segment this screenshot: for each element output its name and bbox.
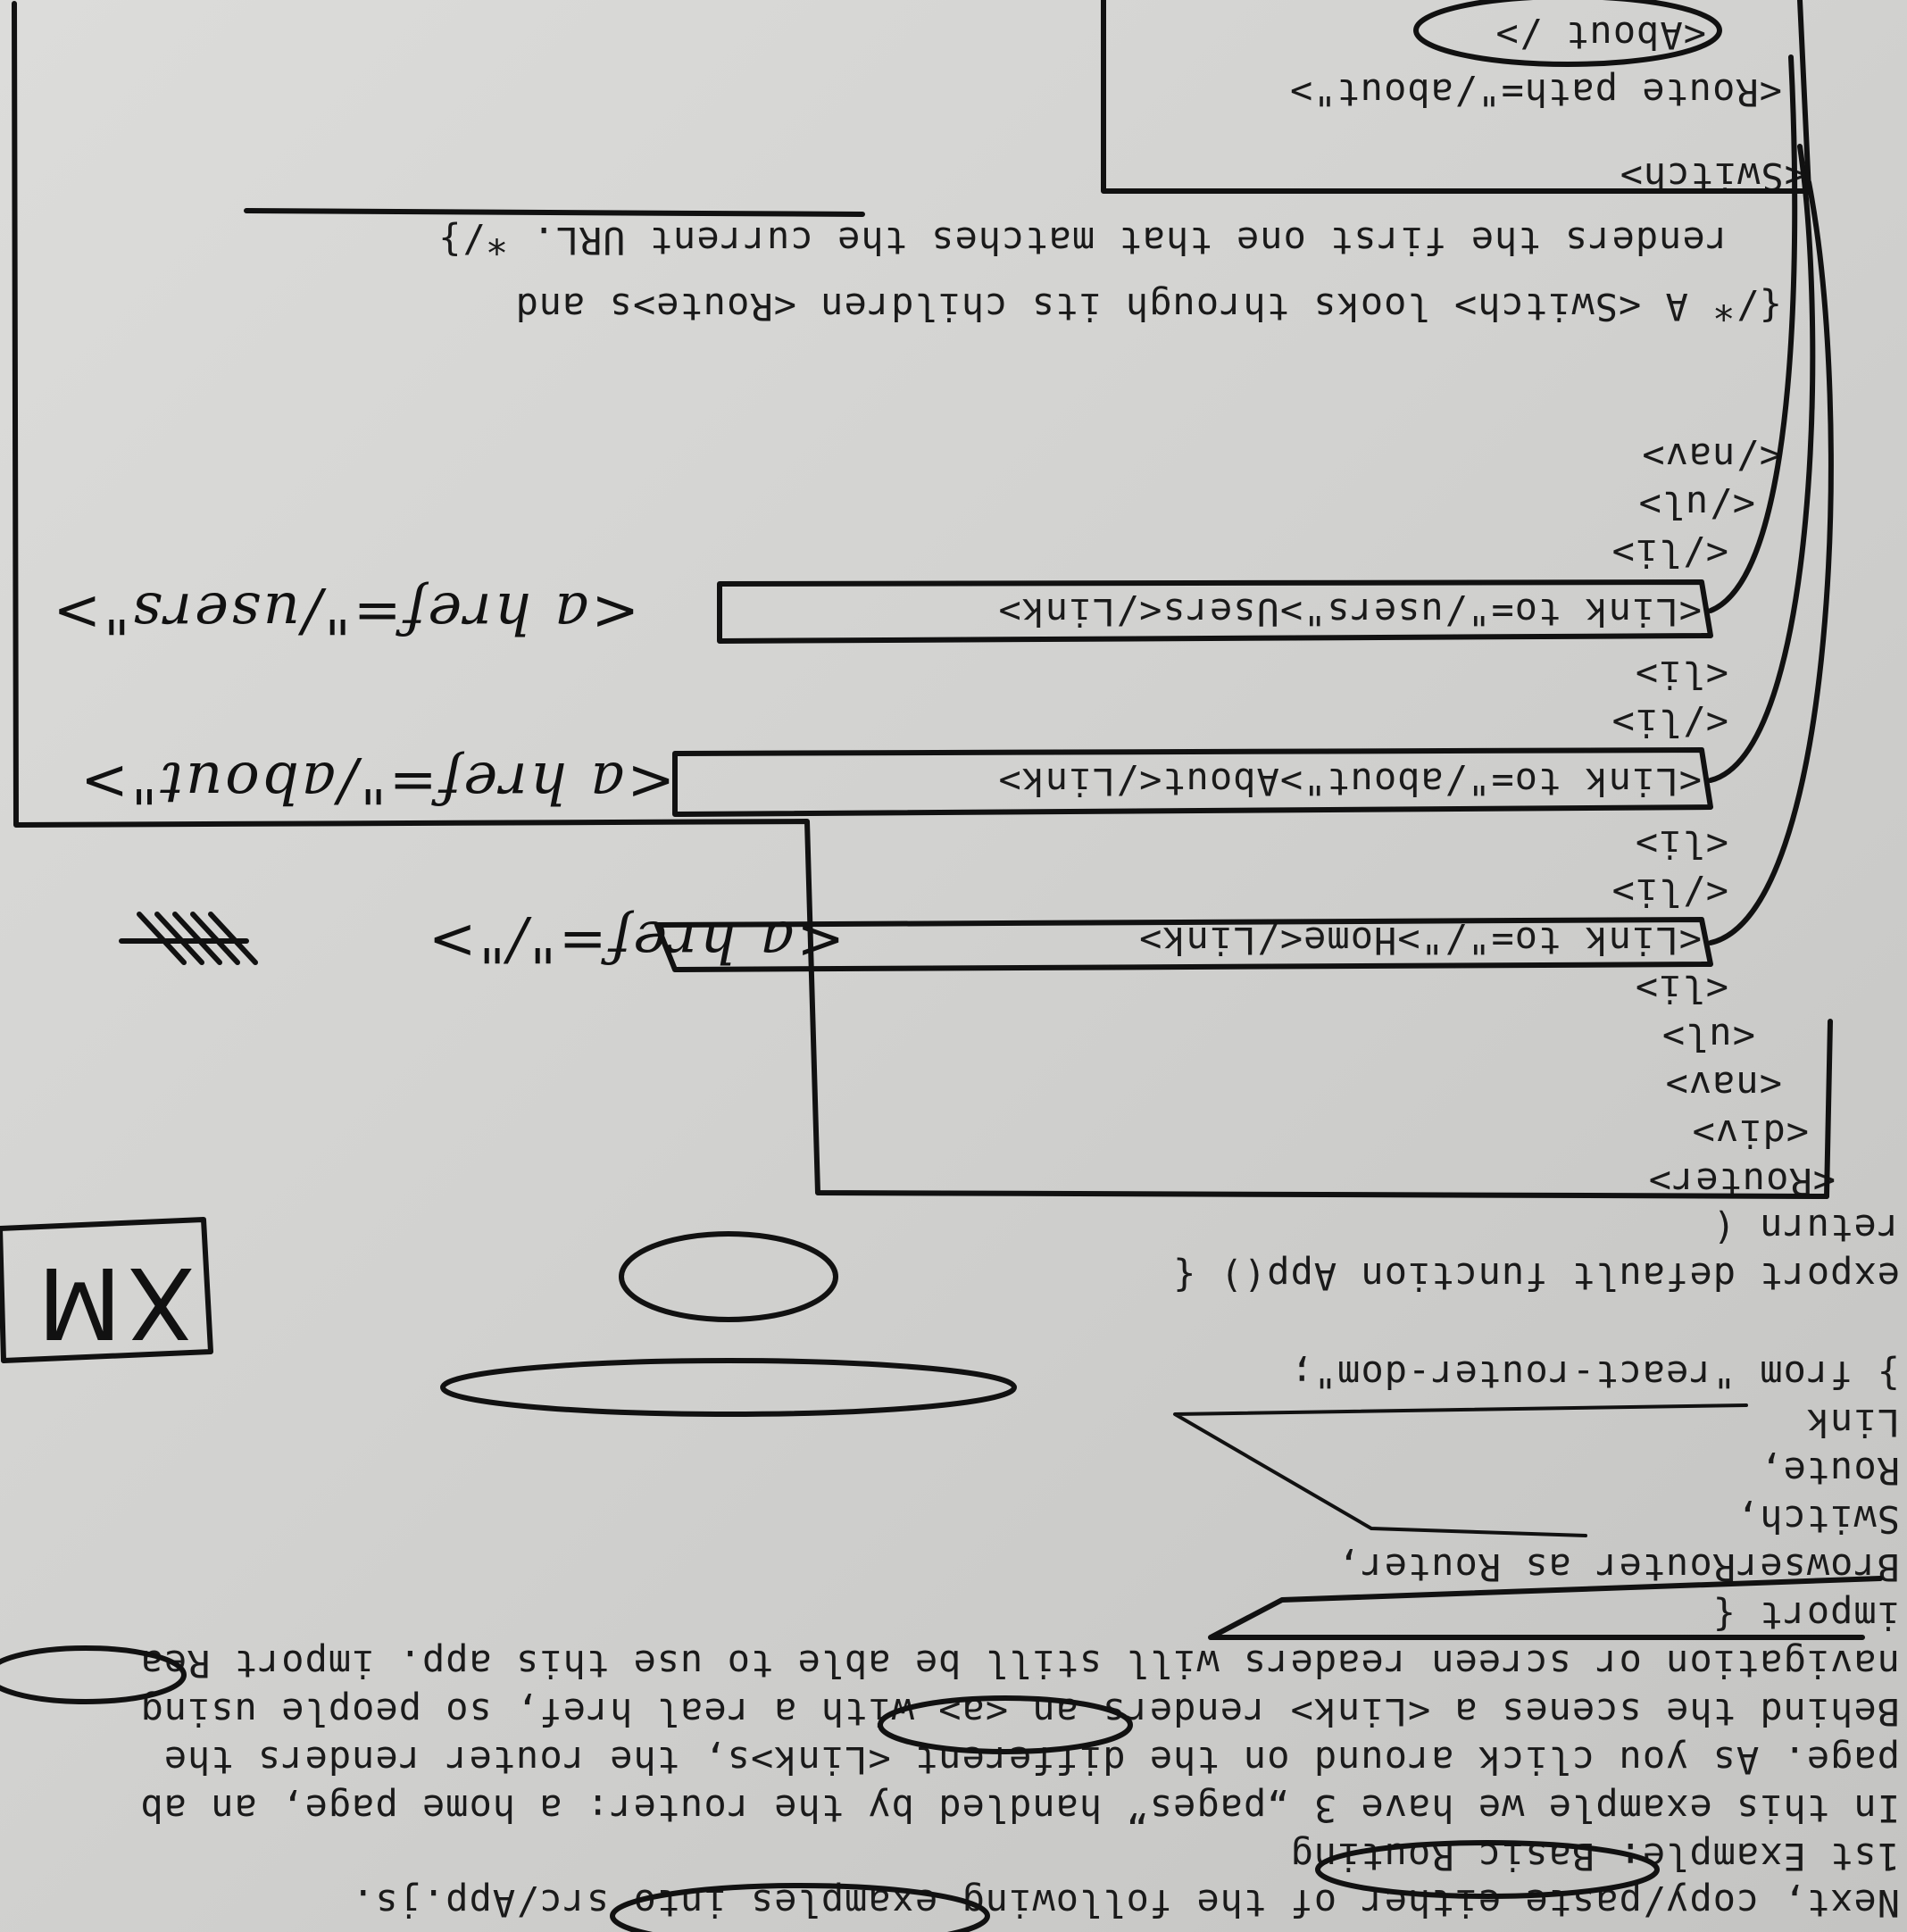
circle-app-fn xyxy=(619,1231,838,1322)
app-body-frame xyxy=(12,1,1829,1199)
circle-real-href xyxy=(878,1695,1133,1754)
connector-about xyxy=(1708,144,1816,783)
box-link-home xyxy=(654,917,1713,972)
box-link-users xyxy=(717,579,1713,644)
circle-import-react xyxy=(0,1645,187,1704)
circle-about-component xyxy=(1413,0,1722,67)
comment-underline xyxy=(244,208,865,217)
box-xm xyxy=(0,1217,213,1363)
circle-basic-routing xyxy=(1315,1840,1660,1899)
connector-home xyxy=(1708,179,1834,945)
app-body-frame-left xyxy=(1824,1019,1833,1199)
circle-src-app-js xyxy=(610,1883,990,1932)
box-link-about xyxy=(672,747,1713,817)
bracket-imports-tail xyxy=(1173,1403,1748,1537)
bracket-imports xyxy=(1208,1576,1883,1640)
connector-users xyxy=(1708,54,1798,613)
scribble xyxy=(119,912,258,965)
circle-react-router-dom xyxy=(440,1358,1017,1417)
switch-frame xyxy=(1797,0,1811,194)
switch-frame-right xyxy=(1101,0,1811,194)
